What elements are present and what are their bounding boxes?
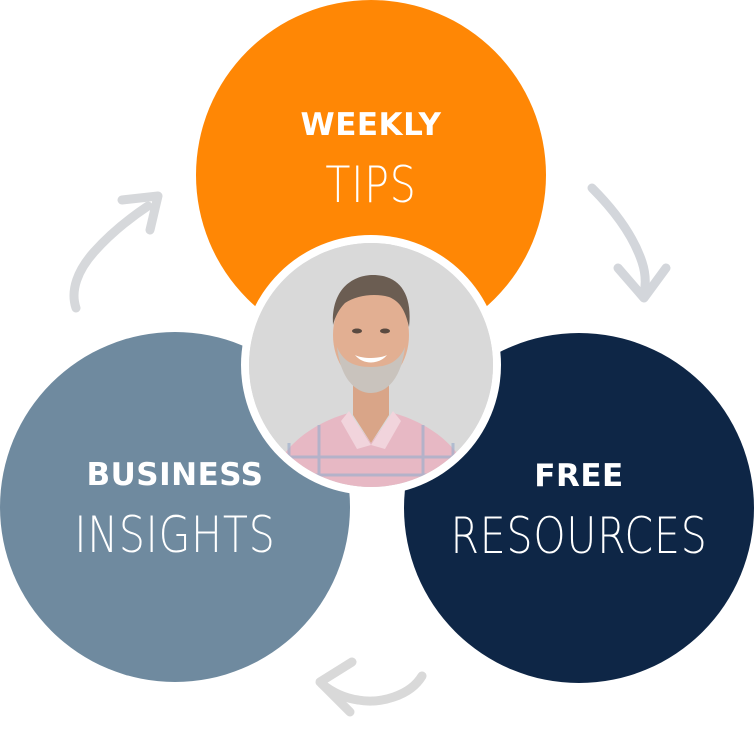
business-label: BUSINESS [86,457,264,493]
resources-label: RESOURCES [450,507,708,565]
curved-arrow-left-icon [315,657,427,717]
weekly-label: WEEKLY [300,107,442,143]
curved-arrow-up-right-icon [69,191,163,313]
free-label: FREE [534,458,624,494]
tips-label: TIPS [325,156,417,214]
profile-photo [249,243,493,487]
person-portrait-icon [249,243,493,487]
insights-label: INSIGHTS [74,506,276,564]
curved-arrow-down-right-icon [587,183,671,303]
